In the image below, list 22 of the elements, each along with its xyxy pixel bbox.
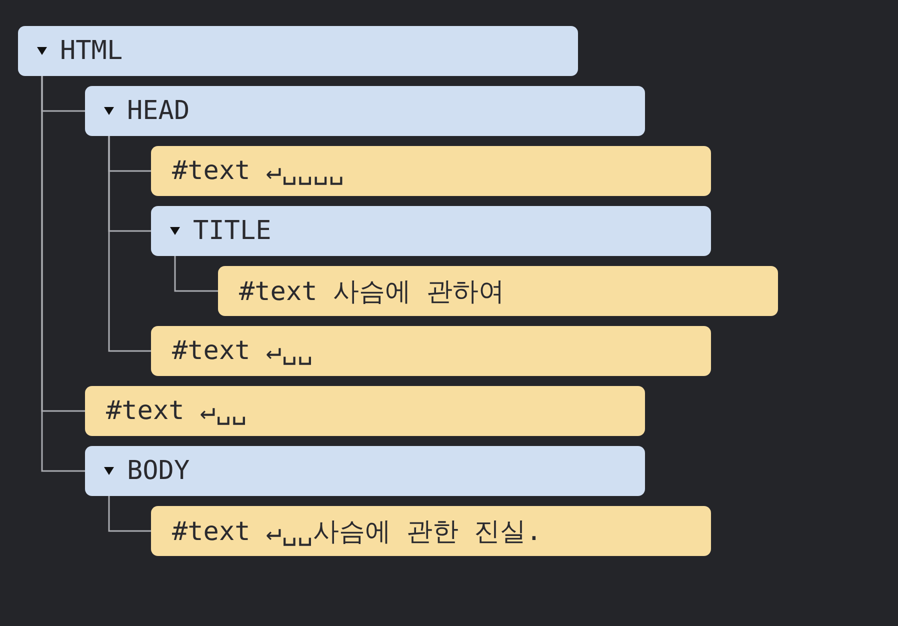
element-tag-name: TITLE [193,216,272,246]
tree-connector-line [108,496,151,532]
text-node-box [151,506,711,556]
text-node-box [218,266,778,316]
text-node-content: #text ↵␣␣사슴에 관한 진실. [172,516,542,548]
tree-connector-line [174,256,218,292]
text-node-content: #text ↵␣␣␣␣ [172,156,344,186]
tree-connector-line [41,76,85,472]
text-node-box [85,386,645,436]
text-node-box [151,146,711,196]
tree-connector-line [108,136,151,352]
text-node-content: #text 사슴에 관하여 [239,276,505,308]
text-node-content: #text ↵␣␣ [172,336,313,366]
text-node-content: #text ↵␣␣ [106,396,247,426]
element-node-box [151,206,711,256]
element-node-box [18,26,578,76]
element-tag-name: BODY [127,456,190,486]
element-tag-name: HTML [60,36,123,66]
element-node-box [85,86,645,136]
element-node-box [85,446,645,496]
element-tag-name: HEAD [127,96,190,126]
text-node-box [151,326,711,376]
